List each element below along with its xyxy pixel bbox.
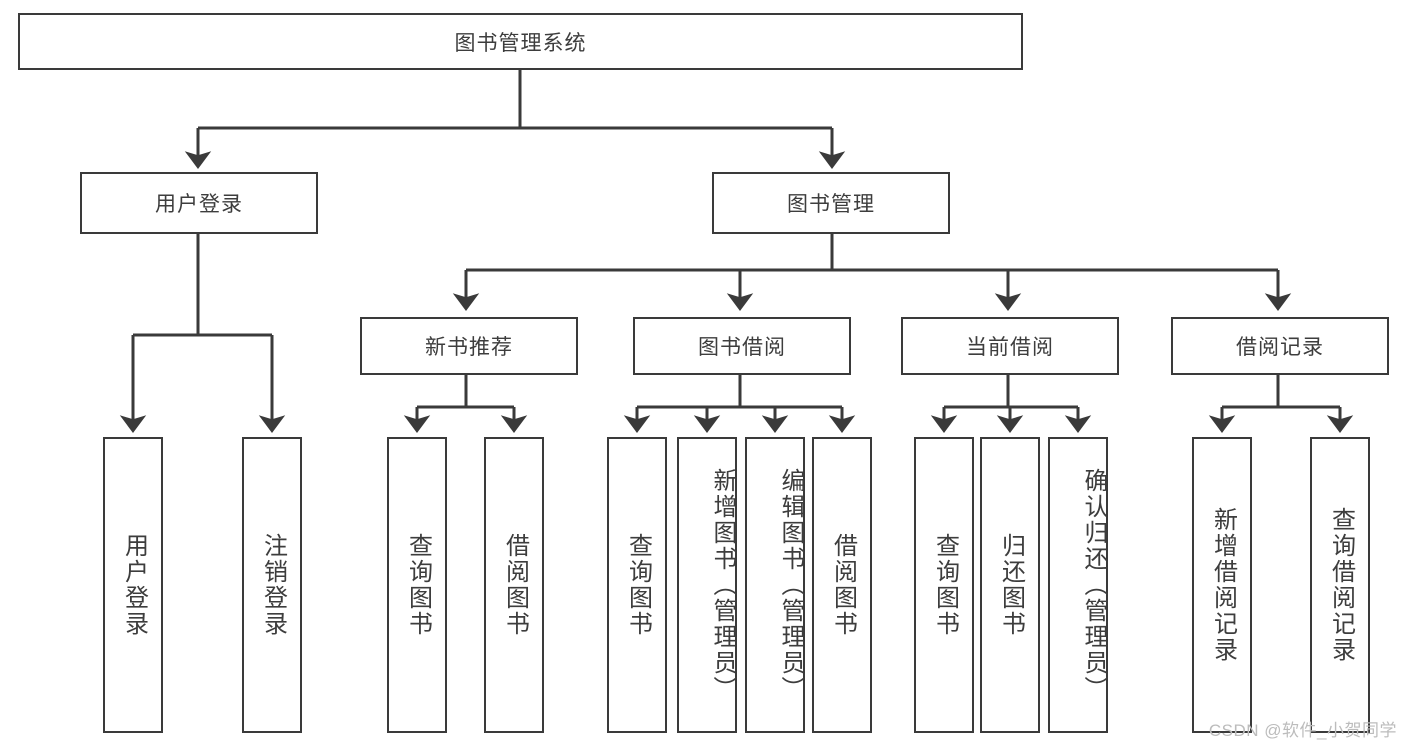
node-label: 新增图书（管理员） xyxy=(709,468,736,702)
leaf-query-borrow-record[interactable]: 查询借阅记录 xyxy=(1310,437,1370,733)
node-label: 查询图书 xyxy=(404,533,432,637)
node-root-book-management-system[interactable]: 图书管理系统 xyxy=(18,13,1023,70)
leaf-query-book-borrow[interactable]: 查询图书 xyxy=(607,437,667,733)
leaf-borrow-book-recommend[interactable]: 借阅图书 xyxy=(484,437,544,733)
node-label: 归还图书 xyxy=(997,533,1025,637)
leaf-query-book-recommend[interactable]: 查询图书 xyxy=(387,437,447,733)
node-label: 借阅图书 xyxy=(501,533,529,637)
node-borrow-record[interactable]: 借阅记录 xyxy=(1171,317,1389,375)
leaf-return-book[interactable]: 归还图书 xyxy=(980,437,1040,733)
leaf-borrow-book[interactable]: 借阅图书 xyxy=(812,437,872,733)
node-label: 查询借阅记录 xyxy=(1327,507,1355,663)
leaf-user-login[interactable]: 用户登录 xyxy=(103,437,163,733)
node-current-borrow[interactable]: 当前借阅 xyxy=(901,317,1119,375)
leaf-add-book-admin[interactable]: 新增图书（管理员） xyxy=(677,437,737,733)
leaf-query-book-current[interactable]: 查询图书 xyxy=(914,437,974,733)
node-label: 图书管理 xyxy=(787,193,875,216)
leaf-add-borrow-record[interactable]: 新增借阅记录 xyxy=(1192,437,1252,733)
node-new-book-recommend[interactable]: 新书推荐 xyxy=(360,317,578,375)
node-book-management[interactable]: 图书管理 xyxy=(712,172,950,234)
node-user-login[interactable]: 用户登录 xyxy=(80,172,318,234)
node-label: 新书推荐 xyxy=(425,336,513,359)
node-book-borrow[interactable]: 图书借阅 xyxy=(633,317,851,375)
node-label: 图书管理系统 xyxy=(454,31,587,55)
node-label: 借阅记录 xyxy=(1236,336,1324,359)
node-label: 当前借阅 xyxy=(966,336,1054,359)
leaf-logout-login[interactable]: 注销登录 xyxy=(242,437,302,733)
leaf-confirm-return-admin[interactable]: 确认归还（管理员） xyxy=(1048,437,1108,733)
node-label: 新增借阅记录 xyxy=(1209,507,1237,663)
node-label: 用户登录 xyxy=(120,533,148,637)
node-label: 用户登录 xyxy=(155,193,243,216)
node-label: 图书借阅 xyxy=(698,336,786,359)
node-label: 查询图书 xyxy=(624,533,652,637)
node-label: 借阅图书 xyxy=(829,533,857,637)
node-label: 编辑图书（管理员） xyxy=(777,468,804,702)
node-label: 查询图书 xyxy=(931,533,959,637)
watermark-label: CSDN @软件_小贺同学 xyxy=(1208,721,1397,740)
node-label: 确认归还（管理员） xyxy=(1080,468,1107,702)
leaf-edit-book-admin[interactable]: 编辑图书（管理员） xyxy=(745,437,805,733)
node-label: 注销登录 xyxy=(259,533,287,637)
